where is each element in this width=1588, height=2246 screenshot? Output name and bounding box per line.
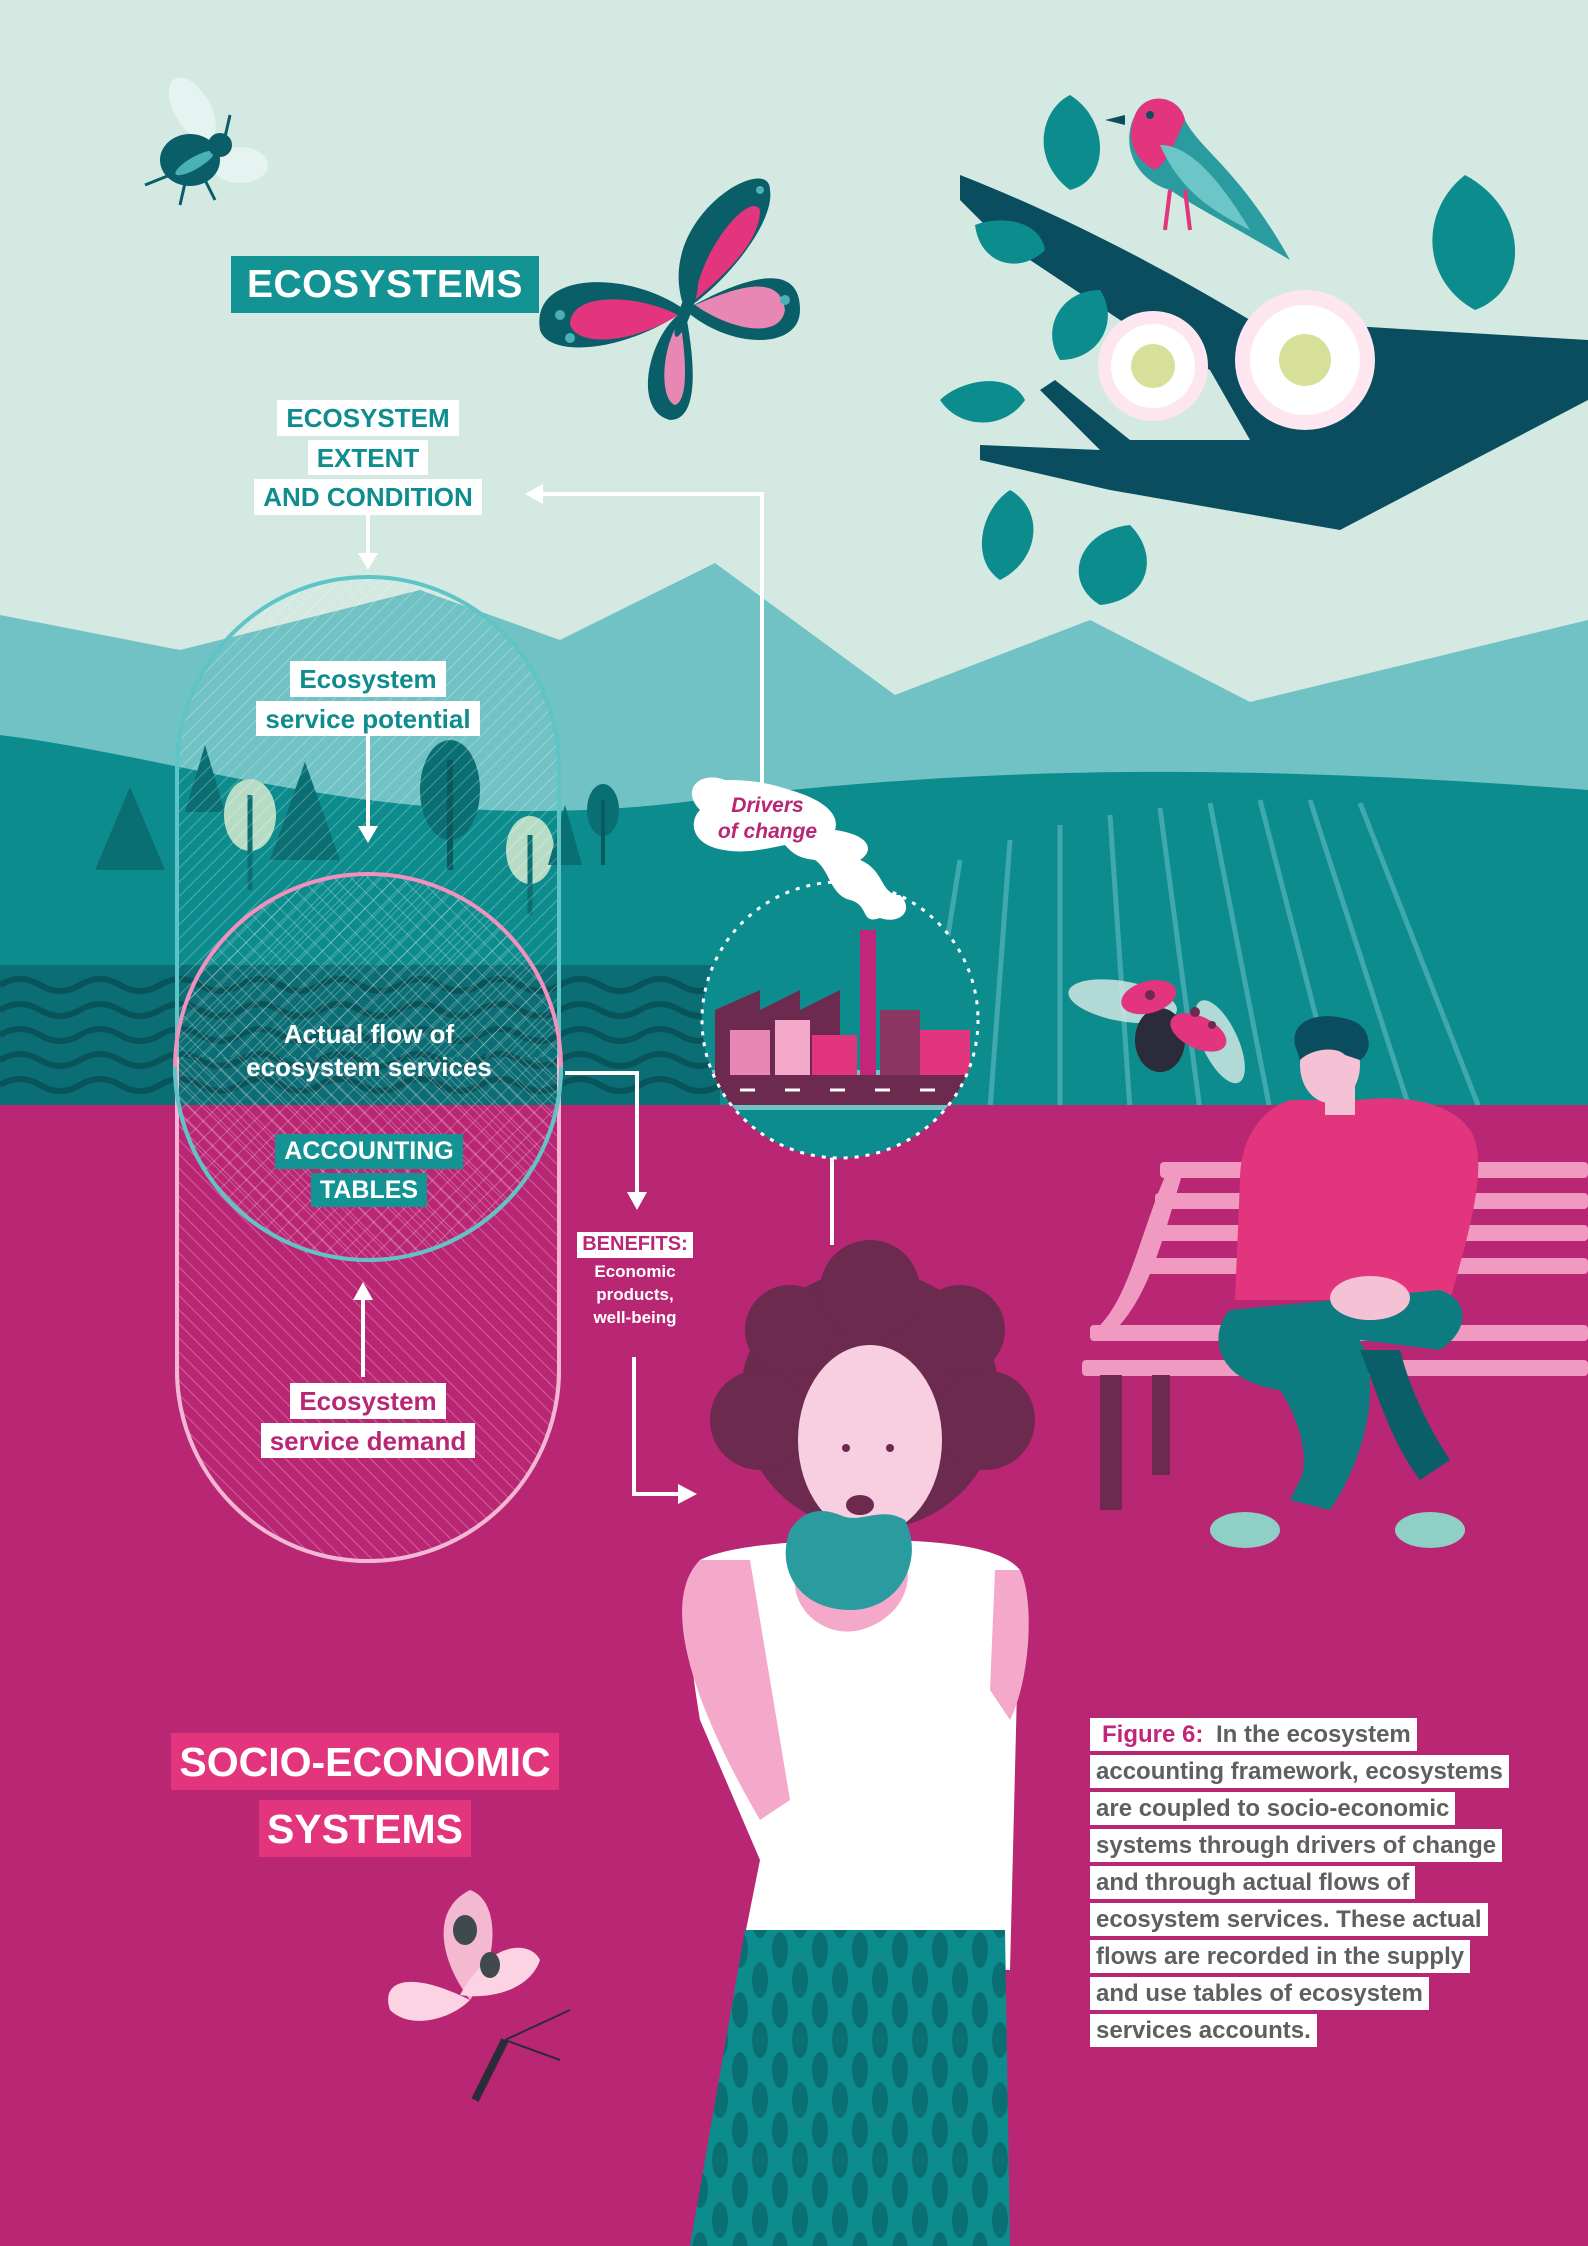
drivers-line1: Drivers — [731, 794, 804, 817]
bee-icon — [144, 77, 268, 206]
accounting-line1: ACCOUNTING — [275, 1134, 463, 1169]
factory-icon — [700, 880, 980, 1160]
socio-economic-heading-line1: SOCIO-ECONOMIC — [171, 1733, 559, 1790]
accounting-line2: TABLES — [310, 1172, 428, 1207]
bird-icon — [1105, 98, 1290, 261]
actual-flow-line2: ecosystem services — [246, 1052, 492, 1082]
service-potential-label: Ecosystem service potential — [208, 659, 528, 738]
flower-icon — [1098, 311, 1208, 421]
extent-line2: EXTENT — [307, 439, 429, 476]
extent-condition-label: ECOSYSTEM EXTENT AND CONDITION — [208, 398, 528, 517]
accounting-tables-label: ACCOUNTING TABLES — [208, 1132, 530, 1209]
drivers-of-change-label: Drivers of change — [695, 793, 840, 845]
figure-caption: Figure 6: In the ecosystem accounting fr… — [1090, 1716, 1510, 2049]
potential-line1: Ecosystem — [290, 661, 446, 697]
socio-economic-heading-line2: SYSTEMS — [259, 1800, 471, 1857]
drivers-line2: of change — [717, 820, 818, 843]
caption-label: Figure 6: — [1096, 1718, 1210, 1751]
potential-line2: service potential — [256, 700, 480, 737]
smoke-cloud — [691, 777, 907, 920]
ecosystems-heading: ECOSYSTEMS — [231, 256, 539, 313]
demand-line1: Ecosystem — [290, 1383, 446, 1419]
person-on-bench — [1082, 1016, 1588, 1548]
extent-line3: AND CONDITION — [254, 479, 482, 516]
branch-with-flowers — [940, 95, 1588, 605]
benefits-title: BENEFITS: — [577, 1232, 693, 1258]
actual-flow-line1: Actual flow of — [283, 1019, 455, 1049]
extent-line1: ECOSYSTEM — [277, 400, 459, 436]
service-demand-label: Ecosystem service demand — [208, 1381, 528, 1460]
benefits-line1: Economic — [594, 1261, 676, 1281]
benefits-line2: products, — [596, 1284, 674, 1304]
woman-eating-apple — [682, 1240, 1035, 2246]
demand-line2: service demand — [260, 1422, 476, 1459]
caption-text: In the ecosystem accounting framework, e… — [1096, 1721, 1503, 2044]
benefits-label: BENEFITS: Economic products, well-being — [570, 1230, 700, 1329]
socio-economic-heading: SOCIO-ECONOMIC SYSTEMS — [160, 1733, 570, 1867]
benefits-line3: well-being — [593, 1307, 677, 1327]
actual-flow-label: Actual flow of ecosystem services — [208, 1018, 530, 1084]
butterfly-icon — [539, 178, 800, 420]
ladybug-icon — [1068, 979, 1245, 1084]
flower-icon — [1235, 290, 1375, 430]
pink-butterfly-icon — [388, 1890, 571, 2102]
